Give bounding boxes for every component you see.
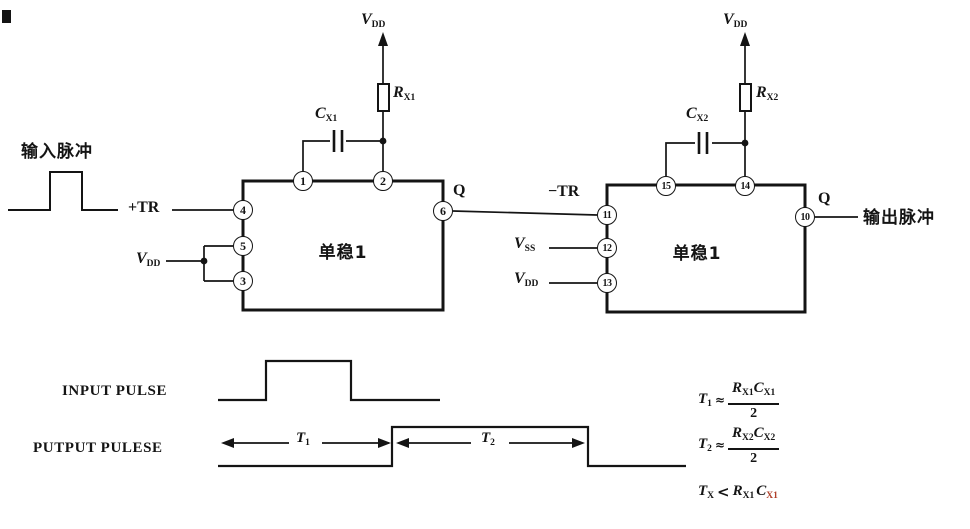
junction-dot [200, 257, 208, 265]
capacitor-cx1-symbol [332, 130, 344, 152]
t1-span-label: T1 [296, 430, 310, 448]
vdd-arrow-icon-right [740, 32, 750, 46]
approx-symbol: ≈ [714, 438, 725, 452]
input-row-label: INPUT PULSE [62, 383, 168, 399]
capacitor-cx2-symbol [697, 132, 709, 154]
t2-span-arrow [396, 438, 585, 448]
q-output-label-left: Q [453, 182, 466, 199]
pin-10: 10 [795, 207, 815, 227]
vdd-label-top-right: VDD [723, 11, 748, 30]
junction-dot [741, 139, 749, 147]
pin-4: 4 [233, 200, 253, 220]
vdd-label-top-left: VDD [361, 11, 386, 30]
pin-3: 3 [233, 271, 253, 291]
pin-11: 11 [597, 205, 617, 225]
vdd-label-right-feed: VDD [514, 270, 539, 289]
formula-t1: T1 ≈ RX1CX1 2 [698, 379, 780, 421]
t2-span-label: T2 [481, 430, 495, 448]
minus-trigger-label: −TR [548, 183, 580, 200]
output-row-label: PUTPUT PULESE [33, 440, 163, 456]
resistor-rx2-symbol [739, 83, 752, 112]
q-output-label-right: Q [818, 190, 831, 207]
resistor-rx1-symbol [377, 83, 390, 112]
cx2-label: CX2 [686, 105, 709, 124]
pin-1: 1 [293, 171, 313, 191]
monostable-right-name: 单稳1 [672, 244, 722, 264]
input-pulse-waveform [8, 171, 118, 211]
pin-12: 12 [597, 238, 617, 258]
cx1-label: CX1 [315, 105, 338, 124]
scan-artifact-mark [2, 10, 11, 23]
input-signal-label: 输入脉冲 [21, 142, 93, 162]
pin-5: 5 [233, 236, 253, 256]
pin-13: 13 [597, 273, 617, 293]
formula-tx-condition: TX < RX1 CX1 [698, 483, 778, 501]
junction-dot [379, 137, 387, 145]
less-than-symbol: < [717, 483, 730, 501]
pin-15: 15 [656, 176, 676, 196]
approx-symbol: ≈ [714, 393, 725, 407]
pin-2: 2 [373, 171, 393, 191]
plus-trigger-label: +TR [128, 199, 160, 216]
rx2-label: RX2 [756, 84, 779, 103]
monostable-left-name: 单稳1 [318, 243, 368, 263]
vdd-arrow-icon-left [378, 32, 388, 46]
formula-t2: T2 ≈ RX2CX2 2 [698, 424, 780, 466]
rx1-label: RX1 [393, 84, 416, 103]
pin-6: 6 [433, 201, 453, 221]
output-signal-label: 输出脉冲 [863, 208, 935, 228]
vss-label: VSS [514, 235, 536, 254]
input-waveform [218, 359, 440, 402]
pin-14: 14 [735, 176, 755, 196]
output-waveform [218, 425, 686, 468]
vdd-label-left-feed: VDD [136, 250, 161, 269]
t1-span-arrow [221, 438, 391, 448]
